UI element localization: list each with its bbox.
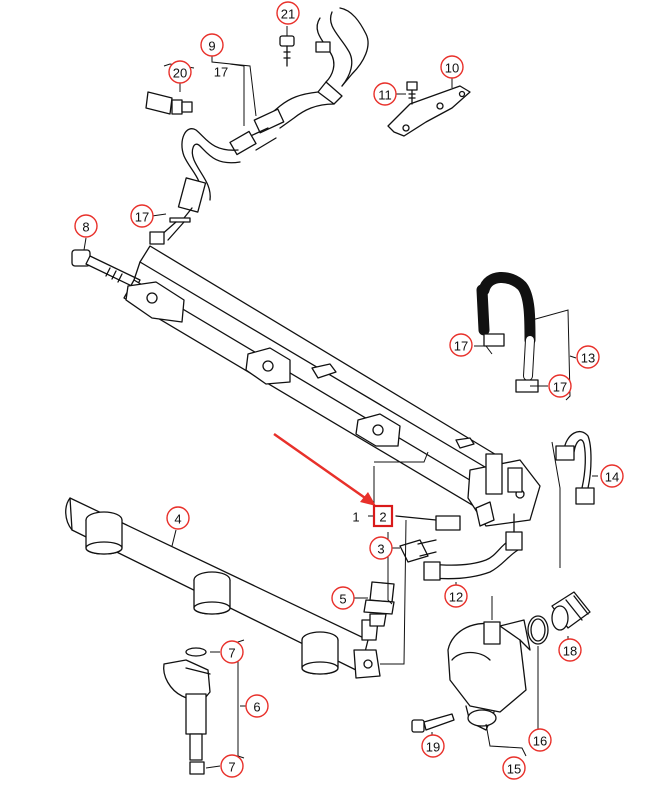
callout-label: 17 bbox=[553, 380, 567, 395]
callout-label: 16 bbox=[533, 734, 547, 749]
callout-6: 6 bbox=[245, 694, 269, 718]
callout-label: 20 bbox=[173, 66, 187, 81]
bolt-11 bbox=[406, 81, 418, 105]
pump-15 bbox=[447, 619, 531, 731]
injector-6 bbox=[163, 647, 211, 775]
callout-circle bbox=[421, 734, 445, 758]
callout-7: 7 bbox=[220, 754, 244, 778]
callout-label: 12 bbox=[449, 590, 463, 605]
seal-16 bbox=[527, 615, 549, 645]
highlight-box bbox=[372, 504, 394, 528]
callout-label: 2 bbox=[379, 510, 386, 525]
upper-fuel-rail bbox=[123, 245, 541, 527]
callout-label: 17 bbox=[454, 339, 468, 354]
callout-14: 14 bbox=[600, 464, 624, 488]
callout-circle bbox=[373, 82, 397, 106]
callout-circle bbox=[558, 638, 582, 662]
callout-label: 3 bbox=[377, 542, 384, 557]
callout-circle bbox=[600, 464, 624, 488]
callout-3: 3 bbox=[369, 536, 393, 560]
bolt-21 bbox=[279, 35, 295, 67]
callout-circle bbox=[331, 586, 355, 610]
callout-circle bbox=[444, 584, 468, 608]
callout-label: 6 bbox=[253, 700, 260, 715]
callout-circle bbox=[220, 640, 244, 664]
callout-9: 9 bbox=[200, 33, 224, 57]
callout-label: 1 bbox=[352, 510, 359, 525]
callout-circle bbox=[369, 536, 393, 560]
callout-17: 17 bbox=[548, 374, 572, 398]
pipe-12 bbox=[423, 513, 523, 581]
sensor-20 bbox=[145, 91, 193, 115]
callout-8: 8 bbox=[74, 214, 98, 238]
callout-circle bbox=[449, 333, 473, 357]
callout-11: 11 bbox=[373, 82, 397, 106]
hose-13 bbox=[476, 272, 539, 393]
callout-12: 12 bbox=[444, 584, 468, 608]
callout-circle bbox=[576, 345, 600, 369]
callout-label: 19 bbox=[426, 740, 440, 755]
callout-2: 2 bbox=[372, 504, 394, 528]
callout-label: 5 bbox=[339, 592, 346, 607]
callout-label: 4 bbox=[174, 512, 181, 527]
callout-circle bbox=[74, 214, 98, 238]
highlight-arrow bbox=[273, 432, 376, 506]
upper-hose-assembly bbox=[149, 7, 369, 245]
callout-circle bbox=[528, 728, 552, 752]
callout-18: 18 bbox=[558, 638, 582, 662]
callout-10: 10 bbox=[440, 55, 464, 79]
callout-17: 17 bbox=[449, 333, 473, 357]
callout-19: 19 bbox=[421, 734, 445, 758]
callout-circle bbox=[276, 1, 300, 25]
pipe-14 bbox=[555, 431, 595, 505]
callout-label: 7 bbox=[228, 760, 235, 775]
callout-circle bbox=[502, 756, 526, 780]
callout-circle bbox=[245, 694, 269, 718]
callout-label: 18 bbox=[563, 644, 577, 659]
callout-16: 16 bbox=[528, 728, 552, 752]
callout-7: 7 bbox=[220, 640, 244, 664]
callout-circle bbox=[168, 60, 192, 84]
callout-1: 1 bbox=[352, 510, 359, 525]
callout-circle bbox=[548, 374, 572, 398]
callout-21: 21 bbox=[276, 1, 300, 25]
callout-label: 8 bbox=[82, 220, 89, 235]
bolt-19 bbox=[411, 713, 455, 733]
cap-18 bbox=[551, 591, 591, 631]
callout-circle bbox=[440, 55, 464, 79]
callout-4: 4 bbox=[166, 506, 190, 530]
callout-5: 5 bbox=[331, 586, 355, 610]
callout-circle bbox=[200, 33, 224, 57]
callout-circle bbox=[220, 754, 244, 778]
callout-label: 17 bbox=[135, 210, 149, 225]
callout-13: 13 bbox=[576, 345, 600, 369]
callout-label: 9 bbox=[208, 39, 215, 54]
callout-label: 21 bbox=[281, 7, 295, 22]
callout-label: 14 bbox=[605, 470, 619, 485]
callout-17: 17 bbox=[214, 65, 228, 80]
callout-circle bbox=[130, 204, 154, 228]
callout-20: 20 bbox=[168, 60, 192, 84]
bolt-8 bbox=[71, 249, 141, 289]
callout-label: 11 bbox=[378, 88, 392, 103]
callout-15: 15 bbox=[502, 756, 526, 780]
callout-label: 17 bbox=[214, 65, 228, 80]
callout-label: 10 bbox=[445, 61, 459, 76]
bracket-10 bbox=[387, 85, 471, 137]
lower-fuel-rail bbox=[65, 497, 381, 679]
callout-label: 15 bbox=[507, 762, 521, 777]
callout-17: 17 bbox=[130, 204, 154, 228]
component-lines bbox=[65, 7, 595, 775]
callout-circle bbox=[166, 506, 190, 530]
callout-label: 13 bbox=[581, 351, 595, 366]
callout-label: 7 bbox=[228, 646, 235, 661]
